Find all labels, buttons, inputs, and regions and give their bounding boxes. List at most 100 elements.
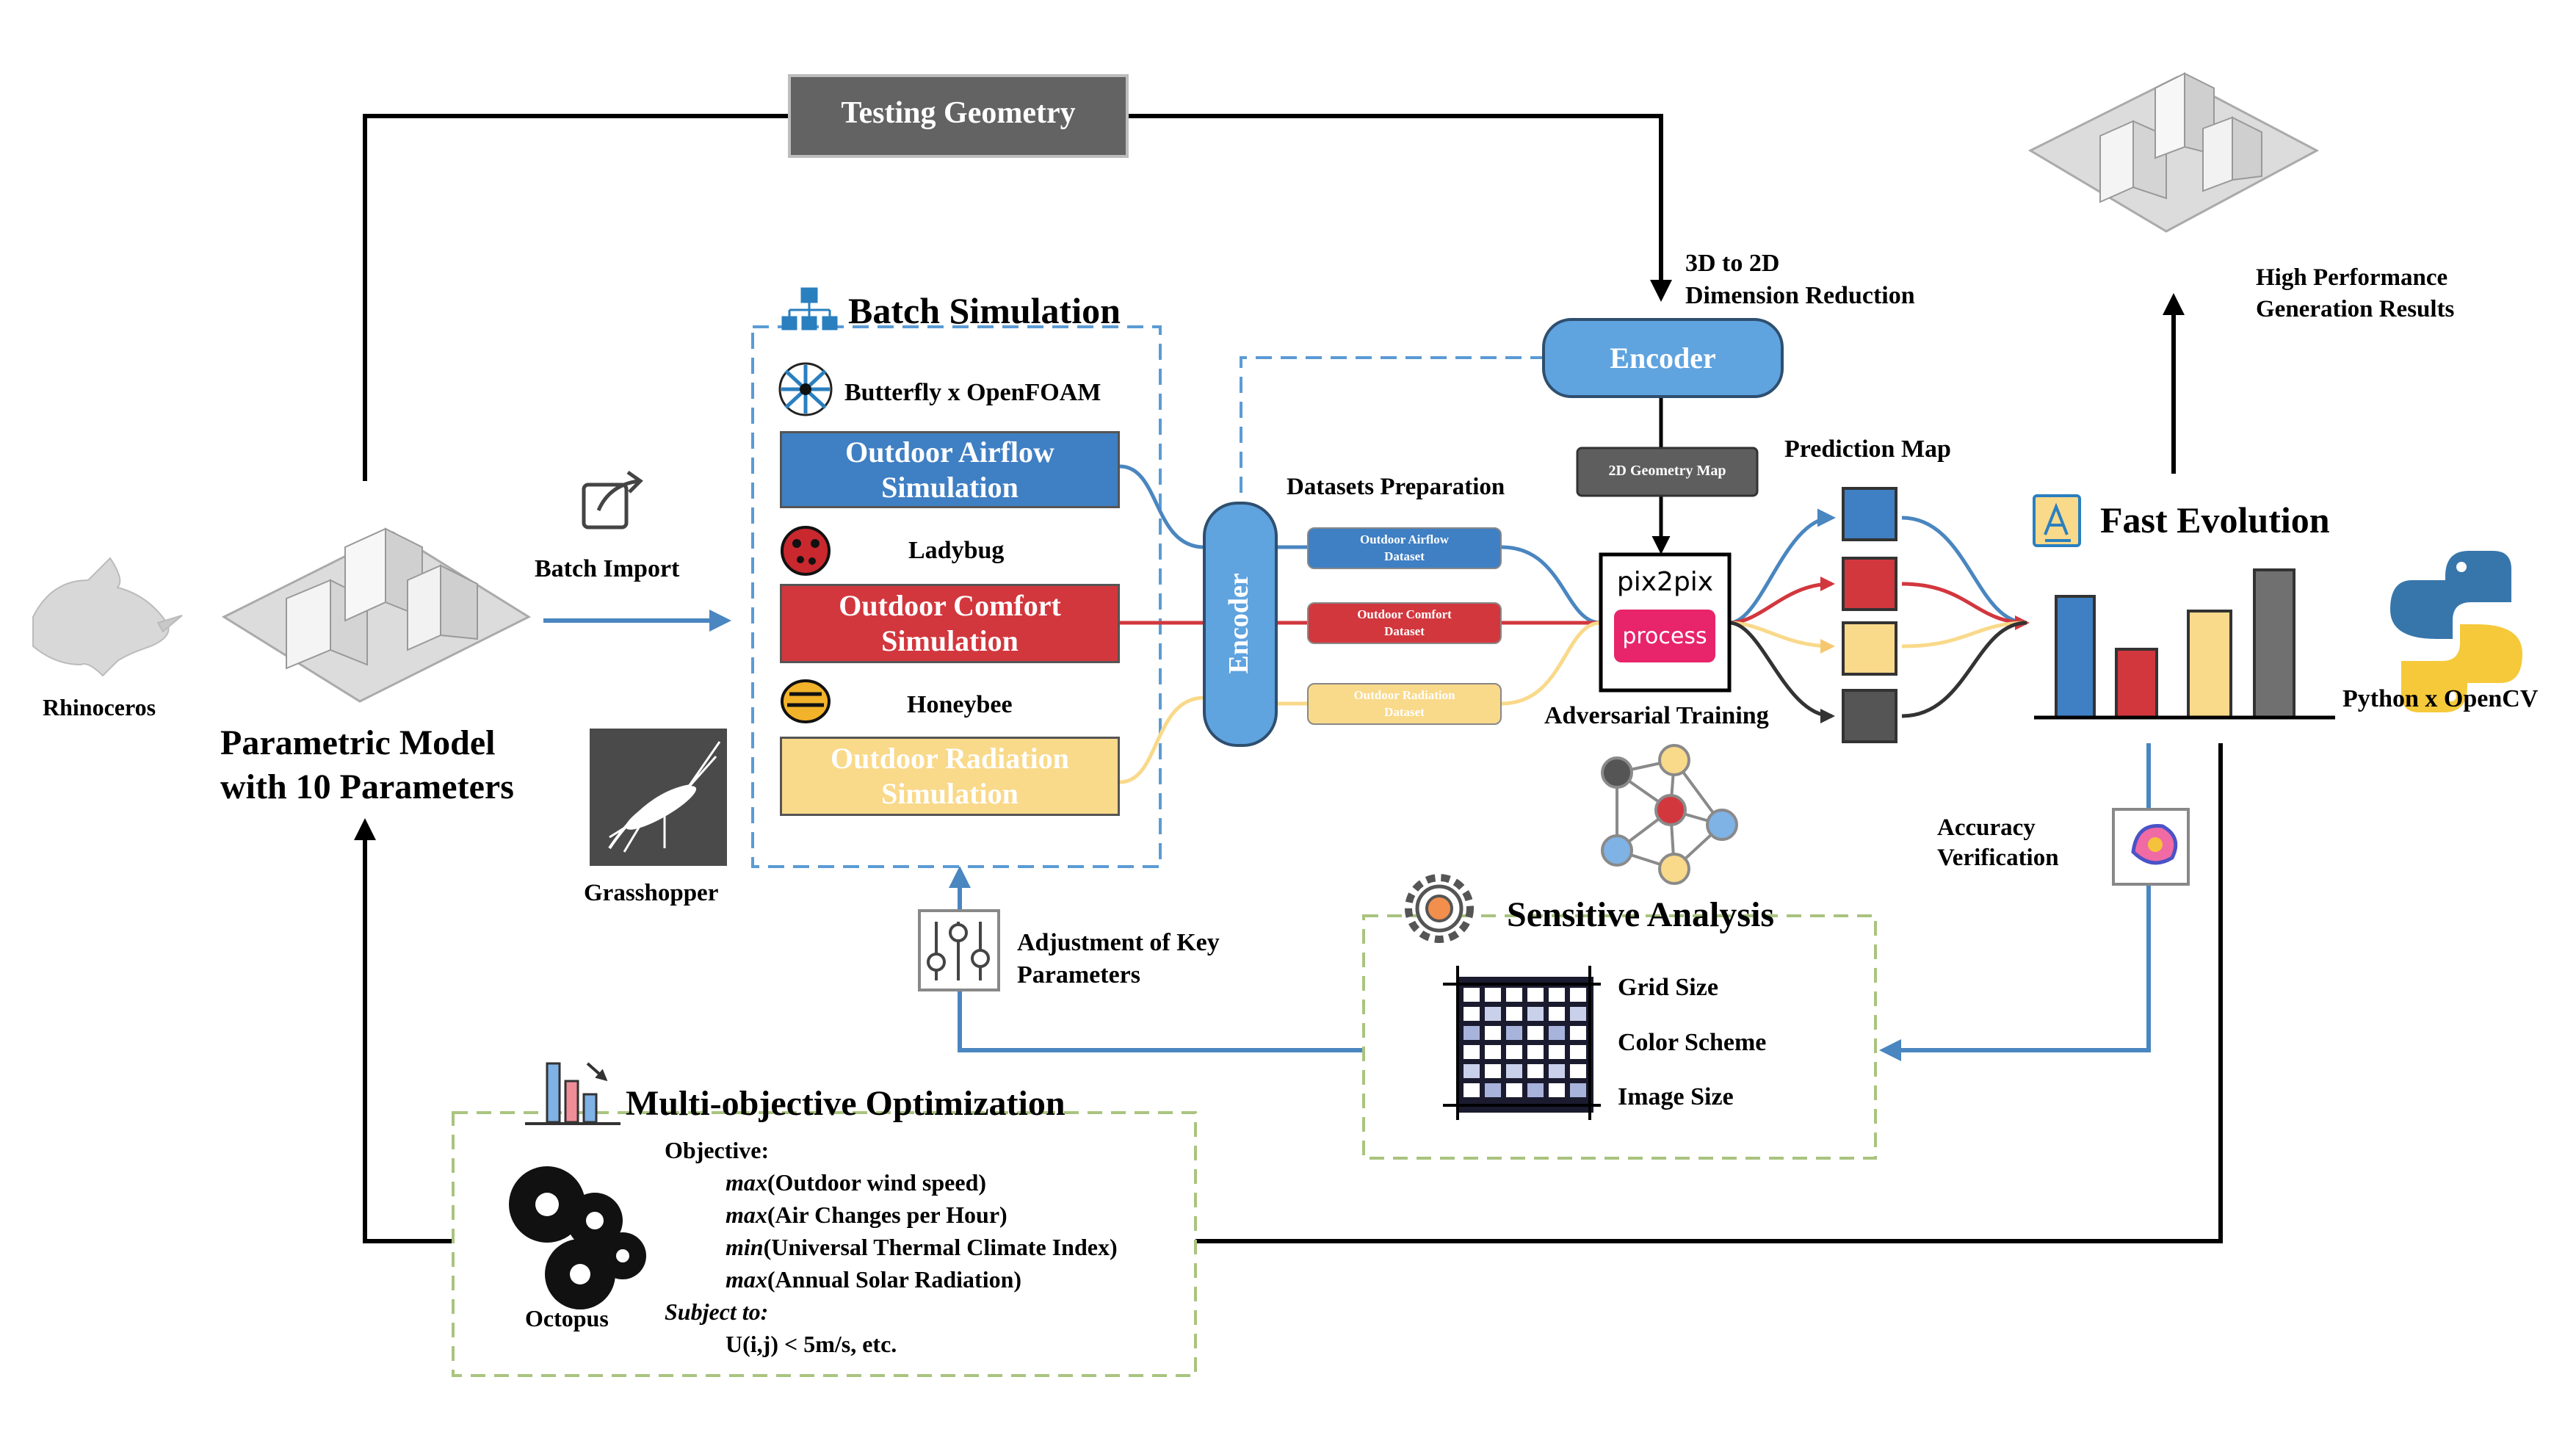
sliders-icon: [918, 909, 1000, 991]
objective-2: max(Air Changes per Hour): [726, 1202, 1007, 1229]
prediction-to-evolution-links: [1901, 516, 2030, 718]
grid-cell: [1506, 1026, 1522, 1040]
grid-cell: [1464, 1083, 1480, 1097]
adjustment-label: Adjustment of Key Parameters: [1017, 927, 1220, 991]
grid-cell: [1506, 1045, 1522, 1059]
grid-cell: [1506, 1007, 1522, 1021]
objective-label: Objective:: [665, 1137, 770, 1163]
grid-cell: [1570, 1045, 1586, 1059]
simulation-to-encoder-links: [1119, 464, 1205, 784]
grid-cell: [1549, 1026, 1565, 1040]
grid-cell: [1549, 1007, 1565, 1021]
grid-cell: [1485, 1045, 1501, 1059]
grid-cell: [1485, 1026, 1501, 1040]
multi-objective-frame: [452, 1111, 1197, 1377]
process-pill: [1614, 610, 1715, 662]
grasshopper-icon: [590, 729, 727, 866]
dimension-reduction-line-1: 3D to 2D: [1685, 250, 1780, 277]
objective-4: max(Annual Solar Radiation): [726, 1266, 1021, 1293]
objective-2-text: (Air Changes per Hour): [767, 1202, 1007, 1228]
encoder-top-label: Encoder: [1610, 342, 1716, 375]
generation-result-image: [2027, 72, 2320, 233]
prediction-map-label: Prediction Map: [1784, 436, 1951, 463]
butterfly-icon: [778, 362, 833, 416]
radiation-dataset-line-2: Dataset: [1384, 704, 1425, 719]
grid-cell: [1549, 1083, 1565, 1097]
grid-cell: [1549, 1064, 1565, 1078]
comfort-simulation-line-2: Simulation: [881, 624, 1019, 657]
grid-cell: [1485, 1007, 1501, 1021]
parametric-model-image: [221, 527, 532, 703]
grid-cell: [1527, 1064, 1544, 1078]
verification-icon: [2112, 808, 2190, 886]
airflow-dataset-line-2: Dataset: [1384, 549, 1425, 563]
python-icon: [2390, 551, 2522, 712]
objective-3: min(Universal Thermal Climate Index): [726, 1234, 1118, 1261]
grid-cell: [1570, 1026, 1586, 1040]
grid-cell: [1464, 1064, 1480, 1078]
honeybee-icon: [781, 679, 831, 723]
process-label: process: [1622, 624, 1707, 649]
grid-cell: [1570, 1064, 1586, 1078]
accuracy-arrow: [1879, 743, 2151, 1061]
comfort-dataset-line-1: Outdoor Comfort: [1357, 607, 1452, 622]
network-icon: [1601, 744, 1738, 885]
adjustment-line-1: Adjustment of Key: [1017, 929, 1220, 956]
multi-objective-title: Multi-objective Optimization: [626, 1084, 1066, 1123]
sensitive-item-color-scheme: Color Scheme: [1618, 1029, 1767, 1056]
high-performance-line-1: High Performance: [2256, 264, 2448, 291]
evolution-icon: [2033, 494, 2081, 547]
objective-1-fn: max: [726, 1169, 767, 1196]
encoder-to-dataset-links: [1276, 545, 1307, 706]
testing-geometry-label: Testing Geometry: [841, 96, 1076, 130]
encoder-left-shape: [1203, 502, 1278, 747]
grid-cell: [1570, 1083, 1586, 1097]
pix2pix-label: pix2pix: [1616, 567, 1714, 597]
parametric-model-title: Parametric Model with 10 Parameters: [220, 721, 514, 809]
objective-2-fn: max: [726, 1202, 767, 1228]
octopus-icon: [509, 1166, 646, 1309]
grasshopper-label: Grasshopper: [584, 880, 719, 906]
objective-1-text: (Outdoor wind speed): [767, 1169, 987, 1196]
grid-cell: [1464, 988, 1480, 1002]
comfort-dataset-line-2: Dataset: [1384, 624, 1425, 638]
parametric-model-line-1: Parametric Model: [220, 723, 496, 762]
airflow-dataset-line-1: Outdoor Airflow: [1359, 532, 1450, 547]
high-performance-label: High Performance Generation Results: [2256, 262, 2454, 325]
sensitive-analysis-frame: [1362, 914, 1877, 1160]
grid-cell: [1506, 1064, 1522, 1078]
rhinoceros-label: Rhinoceros: [43, 694, 156, 720]
grid-icon: [1443, 966, 1601, 1120]
testing-geometry-loop: [363, 114, 1672, 481]
grid-cell: [1549, 1045, 1565, 1059]
high-performance-line-2: Generation Results: [2256, 295, 2455, 322]
tool-honeybee: Honeybee: [907, 691, 1013, 718]
grid-cell: [1527, 988, 1544, 1002]
dimension-reduction-line-2: Dimension Reduction: [1685, 282, 1915, 310]
sensitive-analysis-title: Sensitive Analysis: [1507, 895, 1775, 934]
batch-import-label: Batch Import: [535, 555, 680, 582]
airflow-simulation-line-2: Simulation: [881, 470, 1019, 504]
grid-cell: [1527, 1083, 1544, 1097]
dataset-to-pix2pix-links: [1501, 545, 1602, 706]
adjustment-line-2: Parameters: [1017, 961, 1141, 989]
grid-cell: [1464, 1045, 1480, 1059]
radiation-simulation-line-1: Outdoor Radiation: [831, 742, 1069, 775]
objective-3-fn: min: [726, 1234, 764, 1260]
adversarial-training-label: Adversarial Training: [1544, 702, 1769, 729]
grid-cell: [1506, 988, 1522, 1002]
grid-cell: [1506, 1083, 1522, 1097]
grid-cell: [1527, 1045, 1544, 1059]
evolution-bar-chart: [2034, 568, 2335, 720]
grid-cell: [1464, 1007, 1480, 1021]
accuracy-verification-line-2: Verification: [1937, 845, 2059, 872]
tool-butterfly: Butterfly x OpenFOAM: [844, 379, 1101, 406]
constraint: U(i,j) < 5m/s, etc.: [726, 1331, 897, 1357]
airflow-simulation-line-1: Outdoor Airflow: [845, 435, 1054, 469]
grid-cell: [1527, 1007, 1544, 1021]
sensitive-item-grid-size: Grid Size: [1618, 974, 1718, 1001]
